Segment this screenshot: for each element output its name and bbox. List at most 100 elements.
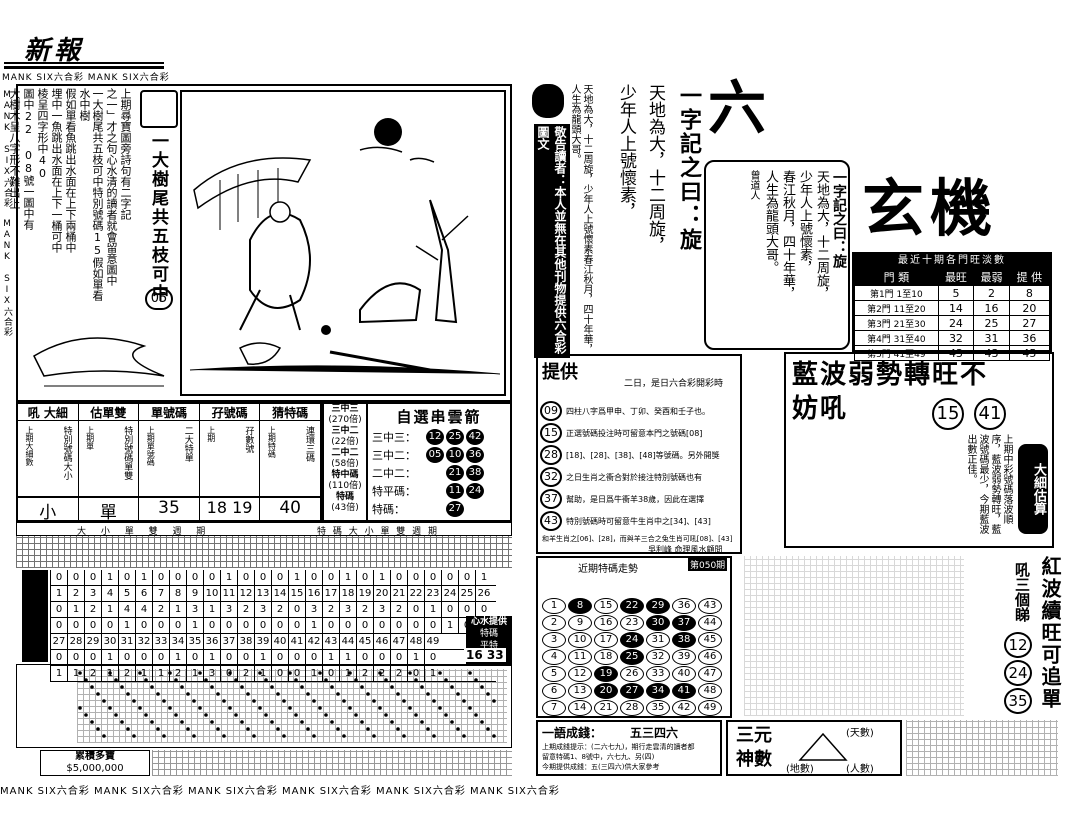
mini-table: 吼 大細 特別號碼大小 上期大細數 小 — [18, 404, 79, 523]
number-cell: 37 — [220, 634, 237, 649]
number-cell: 0 — [50, 650, 67, 665]
number-cell: 1 — [441, 618, 458, 633]
left-vertical-strip: MANK SIX六合彩 MANK SIX六合彩 — [2, 90, 12, 337]
number-cell: 0 — [390, 570, 407, 585]
sanzhong-left-line: 特碼 — [335, 492, 354, 502]
dot-chart-marks — [78, 671, 496, 738]
door-row: 第3門 21至30 24 25 27 — [854, 315, 1051, 331]
number-cell: 8 — [169, 586, 186, 601]
number-cell: 1 — [169, 602, 186, 617]
chart-dot — [468, 706, 472, 710]
mini-value: 35 — [139, 496, 199, 520]
mini-table-line: 上期單號碼 — [146, 426, 156, 466]
tips-line: 28 [18]、[28]、[38]、[48]等號碼。另外開獎 — [540, 444, 740, 466]
puzzle-text-line: 之一」才之句心水清的讀者就會留意圖中 — [105, 88, 118, 286]
number-cell: 0 — [390, 618, 407, 633]
chart-dot — [276, 727, 280, 731]
scroll-lines: 一字記之曰：旋 天地為大，十二周旋， 少年人上號懷素， 春江秋月，四十年華， 人… — [710, 170, 847, 340]
sanyuan-title: 三元神數 — [736, 725, 772, 770]
chart-dot — [366, 692, 370, 696]
blue-wave-num: 15 — [932, 398, 964, 430]
tips-line: 15 正選號碼投注時可留意本門之號碼[08] — [540, 422, 740, 444]
chart-dot — [138, 671, 142, 675]
number-cell: 0 — [373, 650, 390, 665]
mini-table-title: 孖號碼 — [199, 404, 260, 421]
chart-dot — [180, 720, 184, 724]
sanyuan-di: (地數) — [786, 764, 814, 775]
number-cell: 0 — [169, 618, 186, 633]
masthead: 新報 — [4, 30, 164, 69]
tips-text: 之日生肖之衝合對於接注特別號碼也有 — [566, 472, 702, 482]
number-cell: 0 — [407, 666, 424, 681]
chart-dot — [90, 685, 94, 689]
number-cell: 1 — [424, 666, 441, 681]
number-cell: 2 — [390, 602, 407, 617]
number-cell: 0 — [356, 570, 373, 585]
mini-table-line: 上期 — [206, 426, 216, 442]
side-tag-nums: 16 33 — [464, 648, 506, 662]
chart-dot — [252, 699, 256, 703]
sanzhong-num: 11 — [446, 483, 464, 499]
sanzhong-left-line: 三中二 — [331, 426, 359, 436]
puzzle-text-line: 假如單看魚跳出水面在上下兩桶中 — [64, 88, 77, 253]
sanyuan-ren: (人數) — [846, 764, 874, 775]
sanzhong-num: 05 — [426, 447, 444, 463]
number-row: 00001000100000010000000100 — [50, 618, 496, 634]
jackpot-label: 累積多寶 — [75, 751, 115, 762]
number-cell: 0 — [84, 618, 101, 633]
number-cell: 2 — [373, 666, 390, 681]
grid-number: 8 — [568, 598, 592, 614]
tips-line: 37 幫助，是日爲牛衝羊38歲，因此在選擇 — [540, 488, 740, 510]
number-cell: 2 — [322, 602, 339, 617]
sanzhong-num: 24 — [466, 483, 484, 499]
grid-number: 48 — [698, 683, 722, 699]
number-cell: 12 — [237, 586, 254, 601]
sanzhong-left-line: (270倍) — [328, 415, 362, 425]
number-cell: 20 — [373, 586, 390, 601]
number-cell: 0 — [152, 650, 169, 665]
number-cell: 0 — [424, 618, 441, 633]
grid-number: 19 — [594, 666, 618, 682]
door-row: 第1門 1至10 5 2 8 — [854, 285, 1051, 301]
sanzhong-left-line: (110倍) — [328, 481, 362, 491]
sanzhong-num: 21 — [446, 465, 464, 481]
tips-num: 09 — [540, 401, 562, 421]
number-cell: 0 — [135, 618, 152, 633]
chart-dot — [462, 699, 466, 703]
number-cell: 3 — [186, 602, 203, 617]
chart-dot — [330, 720, 334, 724]
number-cell: 3 — [305, 602, 322, 617]
chart-dot — [150, 685, 154, 689]
chart-dot — [414, 678, 418, 682]
grid-number: 47 — [698, 666, 722, 682]
number-cell: 0 — [254, 618, 271, 633]
chart-dot — [462, 734, 466, 738]
chart-dot — [348, 671, 352, 675]
number-cell: 21 — [390, 586, 407, 601]
chart-dot — [390, 685, 394, 689]
number-cell: 1 — [101, 570, 118, 585]
mini-table: 猜特碼 連環三碼 上期特碼 40 — [260, 404, 320, 520]
number-cell: 0 — [424, 570, 441, 585]
red-wave-text — [744, 556, 964, 716]
yiyu-value: 五三四六 — [630, 726, 679, 740]
chart-dot — [126, 727, 130, 731]
number-cell: 0 — [475, 602, 492, 617]
grid-number: 18 — [594, 649, 618, 665]
puzzle-icon — [140, 90, 178, 128]
puzzle-number: 05 — [145, 288, 173, 310]
grid-number: 35 — [646, 700, 670, 716]
chart-dot — [264, 678, 268, 682]
chart-dot — [336, 692, 340, 696]
number-cell: 7 — [152, 586, 169, 601]
chart-dot — [90, 720, 94, 724]
chart-dot — [198, 671, 202, 675]
number-cell: 49 — [424, 634, 441, 649]
chart-dot — [84, 713, 88, 717]
chart-dot — [474, 713, 478, 717]
number-grid-period: 第050期 — [688, 558, 728, 571]
